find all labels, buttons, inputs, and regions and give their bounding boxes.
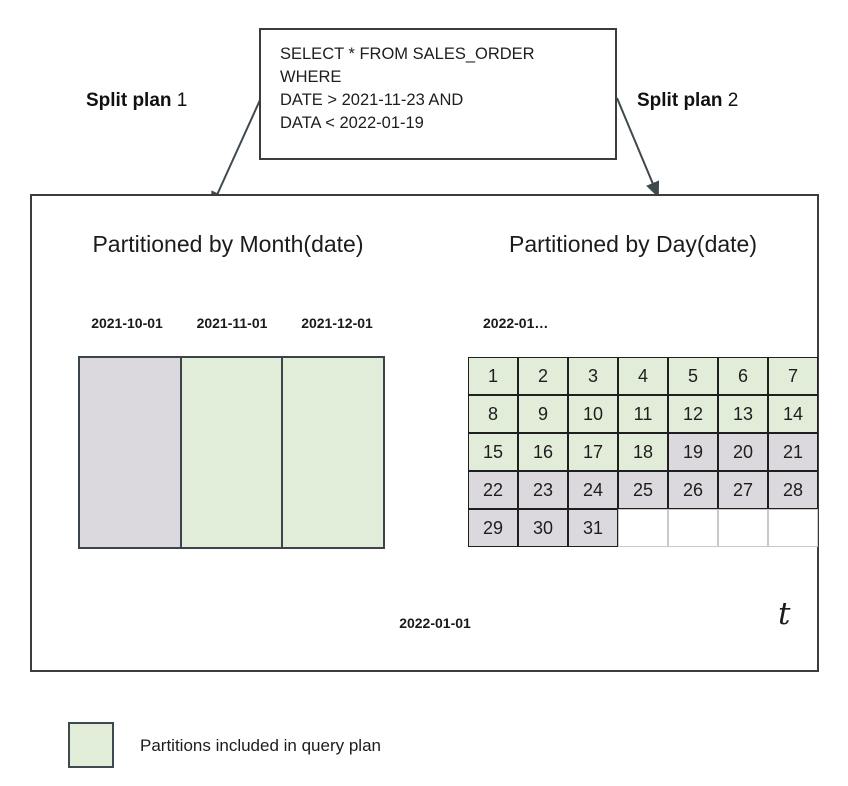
day-cell-2: 2 (518, 357, 568, 395)
day-cell-19: 19 (668, 433, 718, 471)
day-cell-30: 30 (518, 509, 568, 547)
day-cell-6: 6 (718, 357, 768, 395)
day-cell-5: 5 (668, 357, 718, 395)
day-cell-27: 27 (718, 471, 768, 509)
day-cell-25: 25 (618, 471, 668, 509)
arrow-to-split-plan-1 (211, 99, 261, 208)
day-cell-9: 9 (518, 395, 568, 433)
axis-tick-label: 2022-01-01 (399, 615, 471, 631)
day-cell-18: 18 (618, 433, 668, 471)
day-cell-21: 21 (768, 433, 818, 471)
day-cell-16: 16 (518, 433, 568, 471)
day-cell-empty (718, 509, 768, 547)
month-partition-title: Partitioned by Month(date) (92, 231, 364, 257)
month-partition-label-1: 2021-10-01 (91, 315, 163, 331)
split-plan-2-label: Split plan 2 (637, 90, 739, 111)
day-cell-31: 31 (568, 509, 618, 547)
month-partitions (78, 356, 385, 549)
arrow-to-split-plan-2 (616, 97, 660, 198)
day-cell-empty (618, 509, 668, 547)
day-cell-11: 11 (618, 395, 668, 433)
sql-query-line: DATA < 2022-01-19 (280, 114, 424, 132)
day-cell-empty (768, 509, 818, 547)
sql-query-line: DATE > 2021-11-23 AND (280, 91, 464, 109)
day-grid-month-label: 2022-01… (483, 315, 549, 331)
day-partition-title: Partitioned by Day(date) (508, 231, 757, 257)
day-cell-empty (668, 509, 718, 547)
day-cell-3: 3 (568, 357, 618, 395)
day-cell-20: 20 (718, 433, 768, 471)
day-cell-29: 29 (468, 509, 518, 547)
day-cell-1: 1 (468, 357, 518, 395)
day-cell-17: 17 (568, 433, 618, 471)
day-cell-4: 4 (618, 357, 668, 395)
day-cell-12: 12 (668, 395, 718, 433)
day-cell-28: 28 (768, 471, 818, 509)
month-partition-cell-3 (281, 358, 384, 547)
month-partition-cell-1 (80, 358, 180, 547)
month-partition-cell-2 (179, 358, 282, 547)
day-cell-23: 23 (518, 471, 568, 509)
sql-query-line: WHERE (280, 68, 342, 86)
legend-label: Partitions included in query plan (140, 736, 381, 755)
split-plan-1-label: Split plan 1 (86, 90, 188, 111)
day-cell-7: 7 (768, 357, 818, 395)
day-cell-22: 22 (468, 471, 518, 509)
month-partition-label-2: 2021-11-01 (196, 315, 268, 331)
legend-included-swatch (68, 722, 114, 768)
day-cell-15: 15 (468, 433, 518, 471)
sql-query-box: SELECT * FROM SALES_ORDER WHERE DATE > 2… (259, 28, 617, 160)
day-cell-24: 24 (568, 471, 618, 509)
day-cell-14: 14 (768, 395, 818, 433)
day-cell-26: 26 (668, 471, 718, 509)
day-cell-8: 8 (468, 395, 518, 433)
day-cell-13: 13 (718, 395, 768, 433)
time-axis-symbol: t (778, 596, 791, 632)
month-partition-label-3: 2021-12-01 (301, 315, 373, 331)
day-cell-10: 10 (568, 395, 618, 433)
sql-query-line: SELECT * FROM SALES_ORDER (280, 45, 535, 63)
